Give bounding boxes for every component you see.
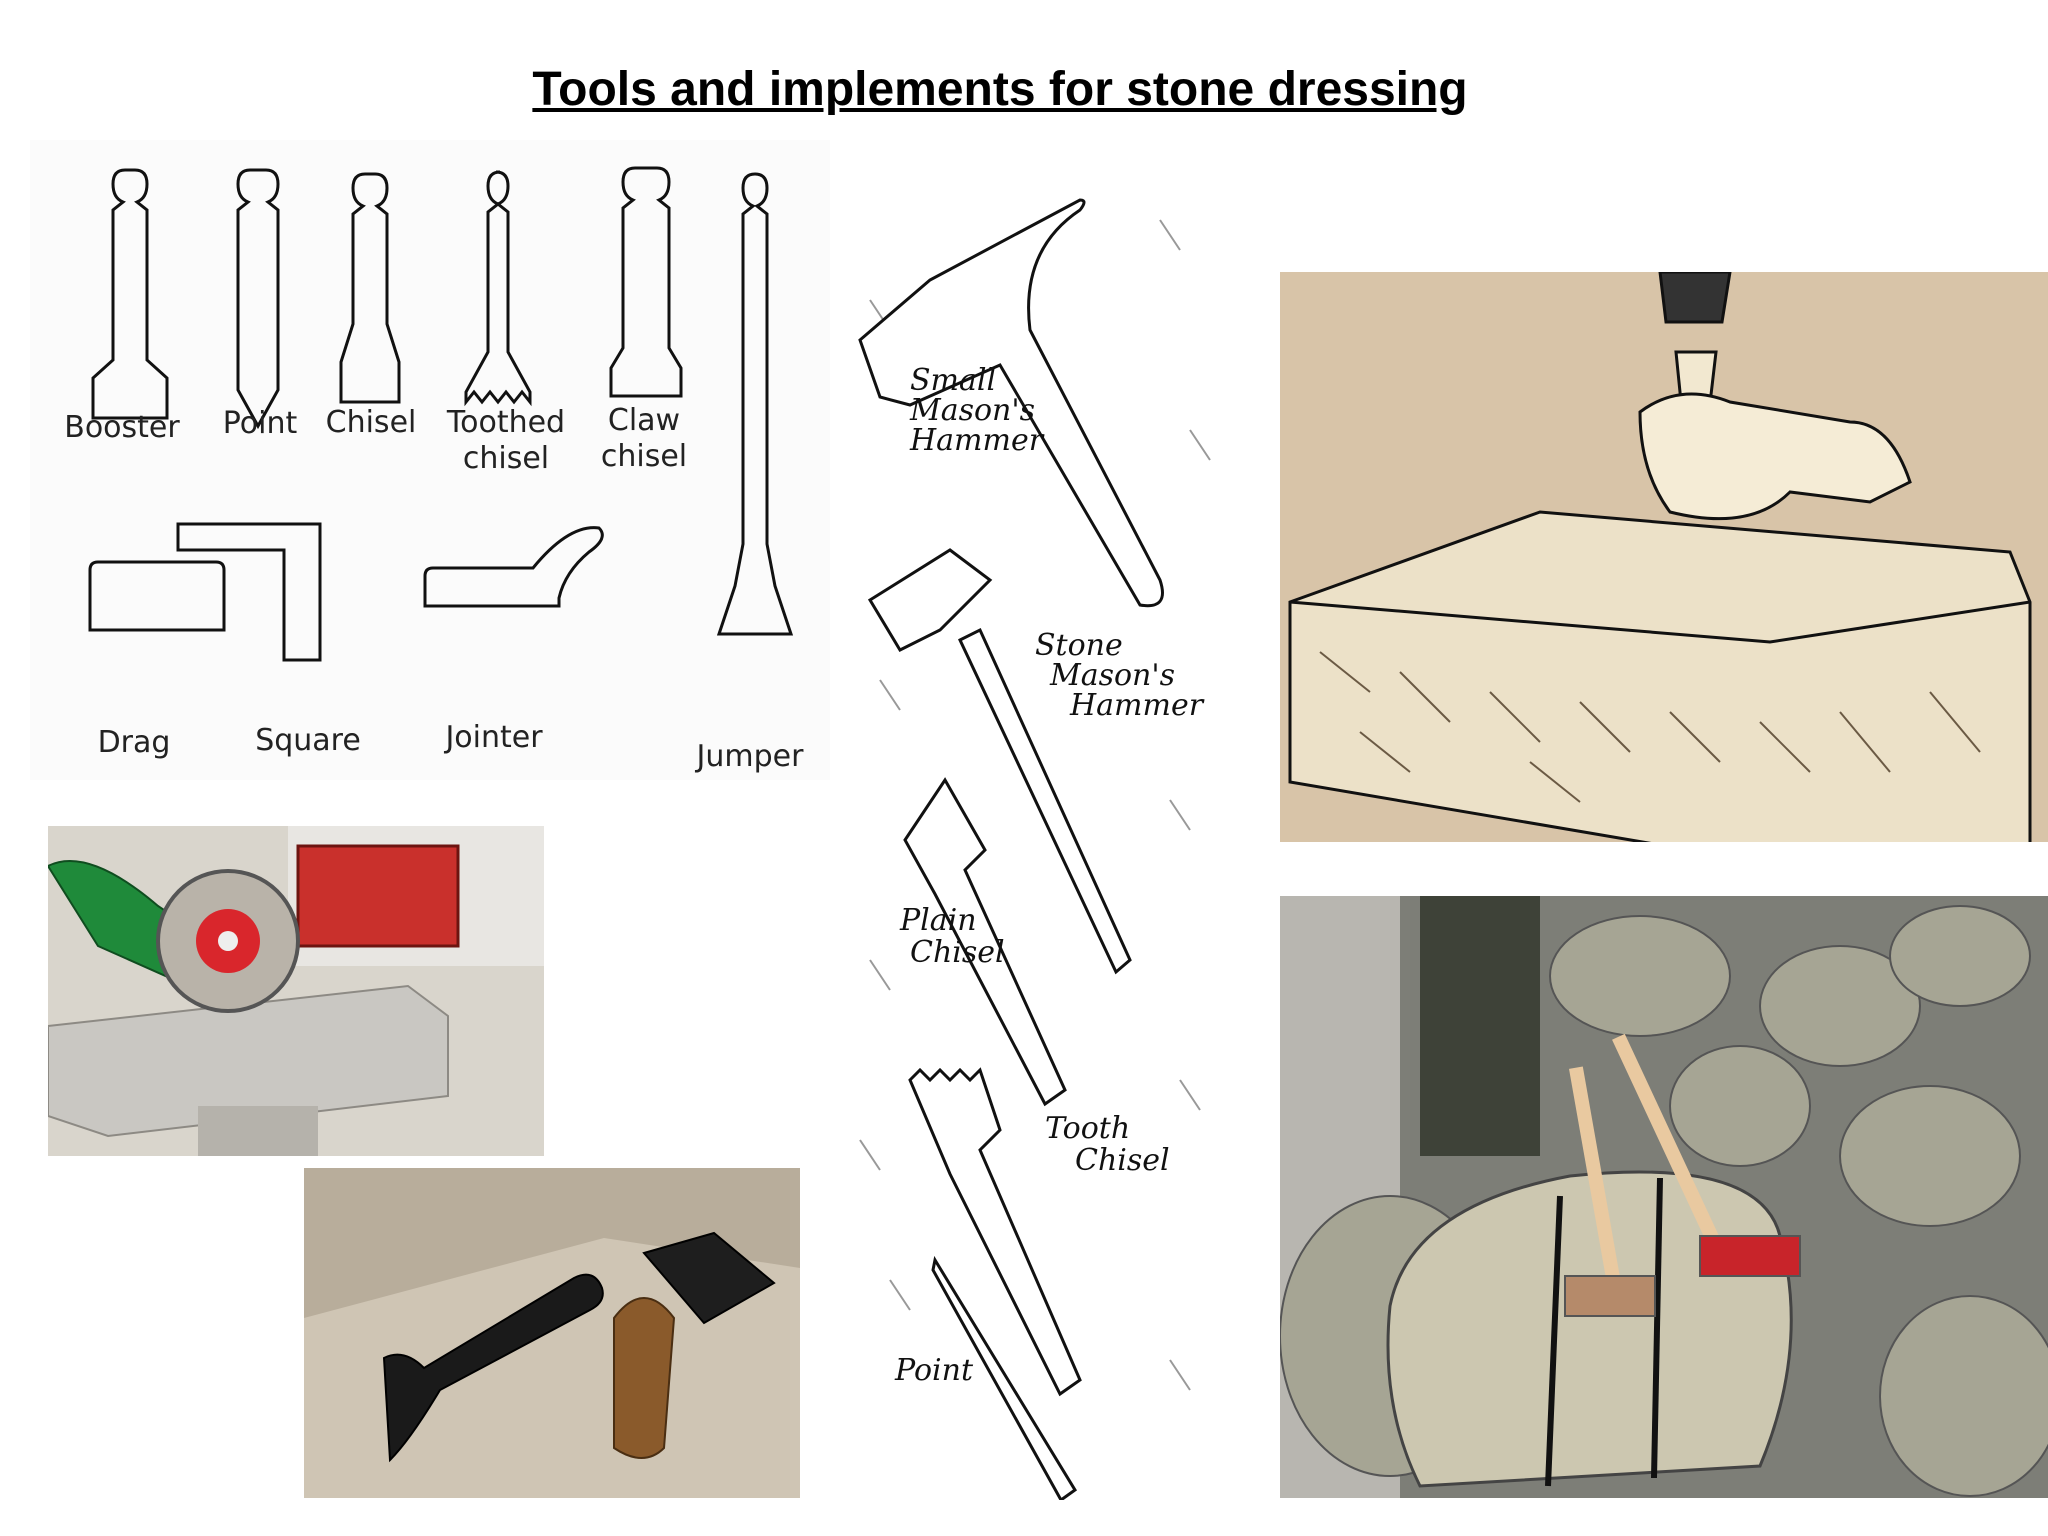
hammer-head-left	[1564, 1275, 1656, 1317]
chisel-mallet-photo	[304, 1168, 800, 1498]
granite-slab	[48, 984, 449, 1138]
label-claw-line1: Claw	[608, 403, 680, 438]
tool-drawings	[88, 166, 794, 662]
hammer-chisel-sketch: Small Mason's Hammer Stone Mason's Hamme…	[840, 180, 1240, 1500]
generator	[296, 844, 460, 948]
label-tooth-line2: Chisel	[1075, 1143, 1170, 1178]
label-chisel: Chisel	[326, 405, 417, 440]
granite-block-lower	[198, 1106, 318, 1156]
mallet-handle	[613, 1297, 676, 1459]
angle-grinder-photo	[48, 826, 544, 1156]
split-crack-left	[1545, 1195, 1563, 1487]
stone-block	[1288, 510, 2032, 842]
page-title: Tools and implements for stone dressing	[532, 63, 1468, 116]
tooth-chisel	[908, 1067, 1082, 1397]
label-square: Square	[255, 723, 361, 758]
label-small-line3: Hammer	[909, 423, 1045, 458]
label-small-line1: Small	[910, 363, 996, 398]
sketch-tools	[858, 198, 1164, 1500]
mallet-head	[1658, 272, 1732, 324]
stone-masons-hammer-head	[867, 548, 993, 652]
toothed-chisel-tool	[464, 170, 532, 407]
chisel-tool	[339, 172, 401, 404]
jointer-tool	[423, 526, 604, 608]
hammer-sketch-svg: Small Mason's Hammer Stone Mason's Hamme…	[858, 198, 1211, 1500]
tool-chart-svg: Booster Point Chisel Toothed chisel Claw…	[64, 166, 804, 774]
gloved-hand	[1638, 392, 1912, 521]
mallet-head-photo	[642, 1231, 776, 1325]
label-stone-line2: Mason's	[1049, 658, 1175, 693]
label-stone-line3: Hammer	[1069, 688, 1205, 723]
label-small-line2: Mason's	[909, 393, 1035, 428]
boulder-photo-svg	[1280, 896, 2048, 1498]
sketch-labels: Small Mason's Hammer Stone Mason's Hamme…	[894, 363, 1205, 1388]
black-chisel	[382, 1273, 604, 1463]
label-point: Point	[223, 406, 298, 441]
label-point-sketch: Point	[894, 1353, 974, 1388]
jumper-tool	[716, 172, 794, 636]
point-chisel	[931, 1255, 1078, 1500]
stone-masons-hammer-handle	[958, 627, 1132, 975]
stone-surface	[304, 1238, 800, 1498]
block-top-edge	[1289, 600, 2031, 644]
label-booster: Booster	[64, 410, 180, 445]
label-tooth-line1: Tooth	[1045, 1111, 1130, 1146]
tool-chart-illustration: Booster Point Chisel Toothed chisel Claw…	[30, 140, 830, 780]
claw-chisel-tool	[609, 166, 683, 398]
booster-tool	[91, 168, 169, 420]
label-claw-line2: chisel	[601, 439, 687, 474]
hammer-head-right	[1699, 1235, 1801, 1277]
split-boulder-photo	[1280, 896, 2048, 1498]
chisel-photo-svg	[304, 1168, 800, 1498]
label-plain-line2: Chisel	[910, 935, 1005, 970]
label-stone-line1: Stone	[1035, 628, 1123, 663]
label-toothed-line2: chisel	[463, 441, 549, 476]
point-tool	[236, 168, 280, 430]
split-crack-right	[1651, 1177, 1663, 1479]
rough-texture	[1319, 651, 1981, 803]
engraving-svg	[1288, 272, 2032, 842]
hammer-handle-left	[1569, 1066, 1621, 1286]
sketch-hatching	[859, 219, 1211, 1391]
hub-center	[218, 931, 238, 951]
drag-tool	[88, 560, 226, 632]
label-drag: Drag	[98, 725, 171, 760]
square-tool	[176, 522, 322, 662]
label-jointer: Jointer	[443, 720, 543, 755]
small-masons-hammer	[858, 198, 1164, 608]
label-toothed-line1: Toothed	[446, 405, 565, 440]
label-plain-line1: Plain	[899, 903, 977, 938]
plain-chisel	[903, 777, 1067, 1107]
label-jumper: Jumper	[695, 739, 805, 774]
tool-labels: Booster Point Chisel Toothed chisel Claw…	[64, 403, 804, 774]
grinder-photo-svg	[48, 826, 544, 1156]
worker-legs	[1420, 896, 1540, 1156]
chiseling-stone-engraving	[1280, 272, 2048, 842]
hammer-handle-right	[1612, 1033, 1722, 1249]
